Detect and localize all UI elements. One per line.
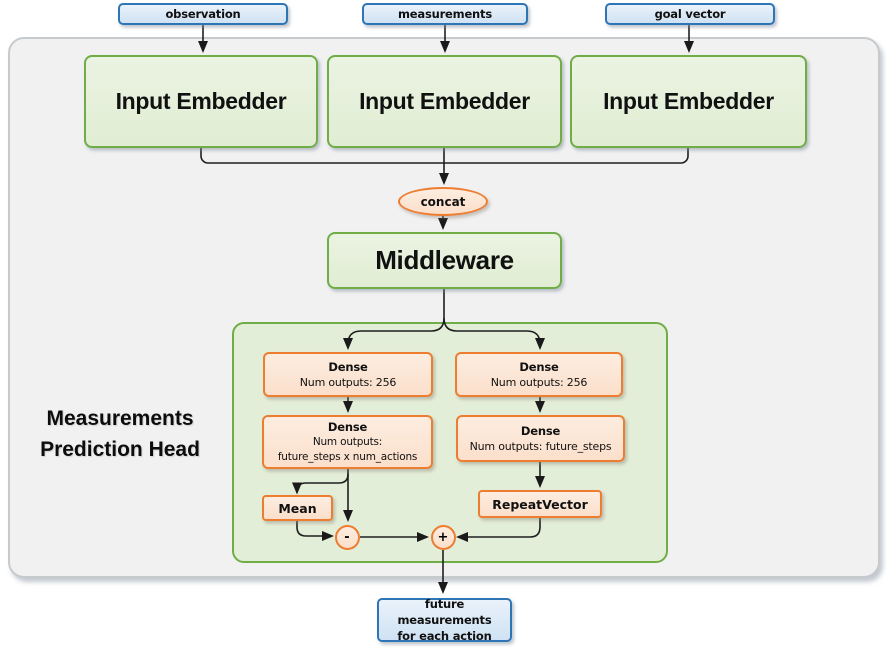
concat-label: concat xyxy=(420,194,466,209)
plus-op-label: + xyxy=(437,529,449,545)
mean-label: Mean xyxy=(278,500,317,516)
minus-op-label: - xyxy=(344,529,350,545)
input-label-goal-vector: goal vector xyxy=(654,7,726,21)
input-label-measurements: measurements xyxy=(398,7,492,21)
output-node: future measurements for each action xyxy=(377,597,512,643)
dense-left-1: Dense Num outputs: 256 xyxy=(263,352,433,397)
prediction-head-title-line2: Prediction Head xyxy=(40,438,200,461)
input-embedder-3-label: Input Embedder xyxy=(603,88,774,114)
prediction-head-title: Measurements Prediction Head xyxy=(15,403,225,465)
repeat-vector-node: RepeatVector xyxy=(478,490,602,518)
input-node-measurements: measurements xyxy=(362,3,528,25)
dense-left-1-title: Dense xyxy=(328,359,368,374)
dense-right-2-title: Dense xyxy=(520,423,561,438)
dense-left-2-title: Dense xyxy=(327,419,368,434)
input-embedder-2-label: Input Embedder xyxy=(359,88,530,114)
dense-right-1: Dense Num outputs: 256 xyxy=(455,352,623,397)
input-embedder-2: Input Embedder xyxy=(327,55,562,148)
minus-op-node: - xyxy=(334,524,360,550)
dense-right-1-outputs: Num outputs: 256 xyxy=(490,375,588,389)
input-embedder-1: Input Embedder xyxy=(84,55,318,148)
dense-right-2: Dense Num outputs: future_steps xyxy=(456,415,625,462)
dense-right-2-outputs: Num outputs: future_steps xyxy=(469,439,612,453)
repeat-vector-label: RepeatVector xyxy=(492,496,588,512)
input-embedder-1-label: Input Embedder xyxy=(115,88,287,114)
concat-node: concat xyxy=(398,187,488,216)
mean-node: Mean xyxy=(262,495,333,521)
input-embedder-3: Input Embedder xyxy=(570,55,807,148)
dense-left-2-outputs-value: future_steps x num_actions xyxy=(277,450,418,463)
middleware-node: Middleware xyxy=(327,232,562,289)
input-node-goal-vector: goal vector xyxy=(605,3,775,25)
output-label-line1: future measurements xyxy=(397,597,492,627)
dense-right-1-title: Dense xyxy=(519,359,559,374)
dense-left-2: Dense Num outputs: future_steps x num_ac… xyxy=(262,415,433,469)
plus-op-node: + xyxy=(430,524,456,550)
dense-left-2-outputs: Num outputs: xyxy=(312,435,383,448)
middleware-label: Middleware xyxy=(375,245,514,275)
input-node-observation: observation xyxy=(118,3,288,25)
input-label-observation: observation xyxy=(165,7,241,21)
dense-left-1-outputs: Num outputs: 256 xyxy=(299,375,397,389)
output-label-line2: for each action xyxy=(397,629,492,643)
prediction-head-title-line1: Measurements xyxy=(46,407,194,430)
